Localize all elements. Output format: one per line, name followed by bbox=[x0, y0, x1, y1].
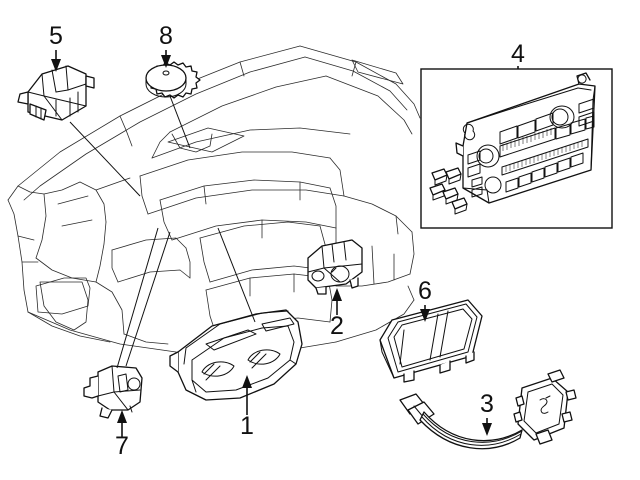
part-5-switch-block bbox=[17, 65, 95, 121]
callout-4-box-frame bbox=[420, 68, 613, 229]
part-6-central-information-display bbox=[379, 299, 483, 383]
callout-5: 5 bbox=[49, 22, 63, 72]
part-4-loose-buttons bbox=[429, 167, 468, 215]
callout-markers: 1 2 3 4 5 bbox=[49, 22, 525, 460]
callout-3: 3 bbox=[480, 390, 494, 436]
part-7-light-switch-module bbox=[83, 365, 143, 419]
callout-1-number: 1 bbox=[240, 412, 254, 440]
callout-8: 8 bbox=[159, 22, 173, 68]
leader-lines bbox=[69, 95, 256, 369]
part-4-climate-control-panel bbox=[429, 72, 596, 215]
callout-2-number: 2 bbox=[330, 312, 344, 340]
callout-6: 6 bbox=[418, 277, 432, 322]
callout-4-number: 4 bbox=[511, 40, 525, 68]
part-1-instrument-cluster bbox=[169, 309, 303, 401]
callout-7-number: 7 bbox=[115, 432, 129, 460]
part-8-round-button bbox=[145, 61, 201, 99]
callout-3-number: 3 bbox=[480, 390, 494, 418]
part-2-headlight-switch bbox=[307, 239, 363, 295]
callout-4: 4 bbox=[511, 40, 525, 69]
callout-2: 2 bbox=[330, 288, 344, 340]
callout-7: 7 bbox=[115, 410, 129, 460]
callout-6-number: 6 bbox=[418, 277, 432, 305]
part-3-ribbon-cable-assembly bbox=[399, 369, 577, 450]
callout-1: 1 bbox=[240, 375, 254, 440]
callout-8-number: 8 bbox=[159, 22, 173, 50]
callout-5-number: 5 bbox=[49, 22, 63, 50]
